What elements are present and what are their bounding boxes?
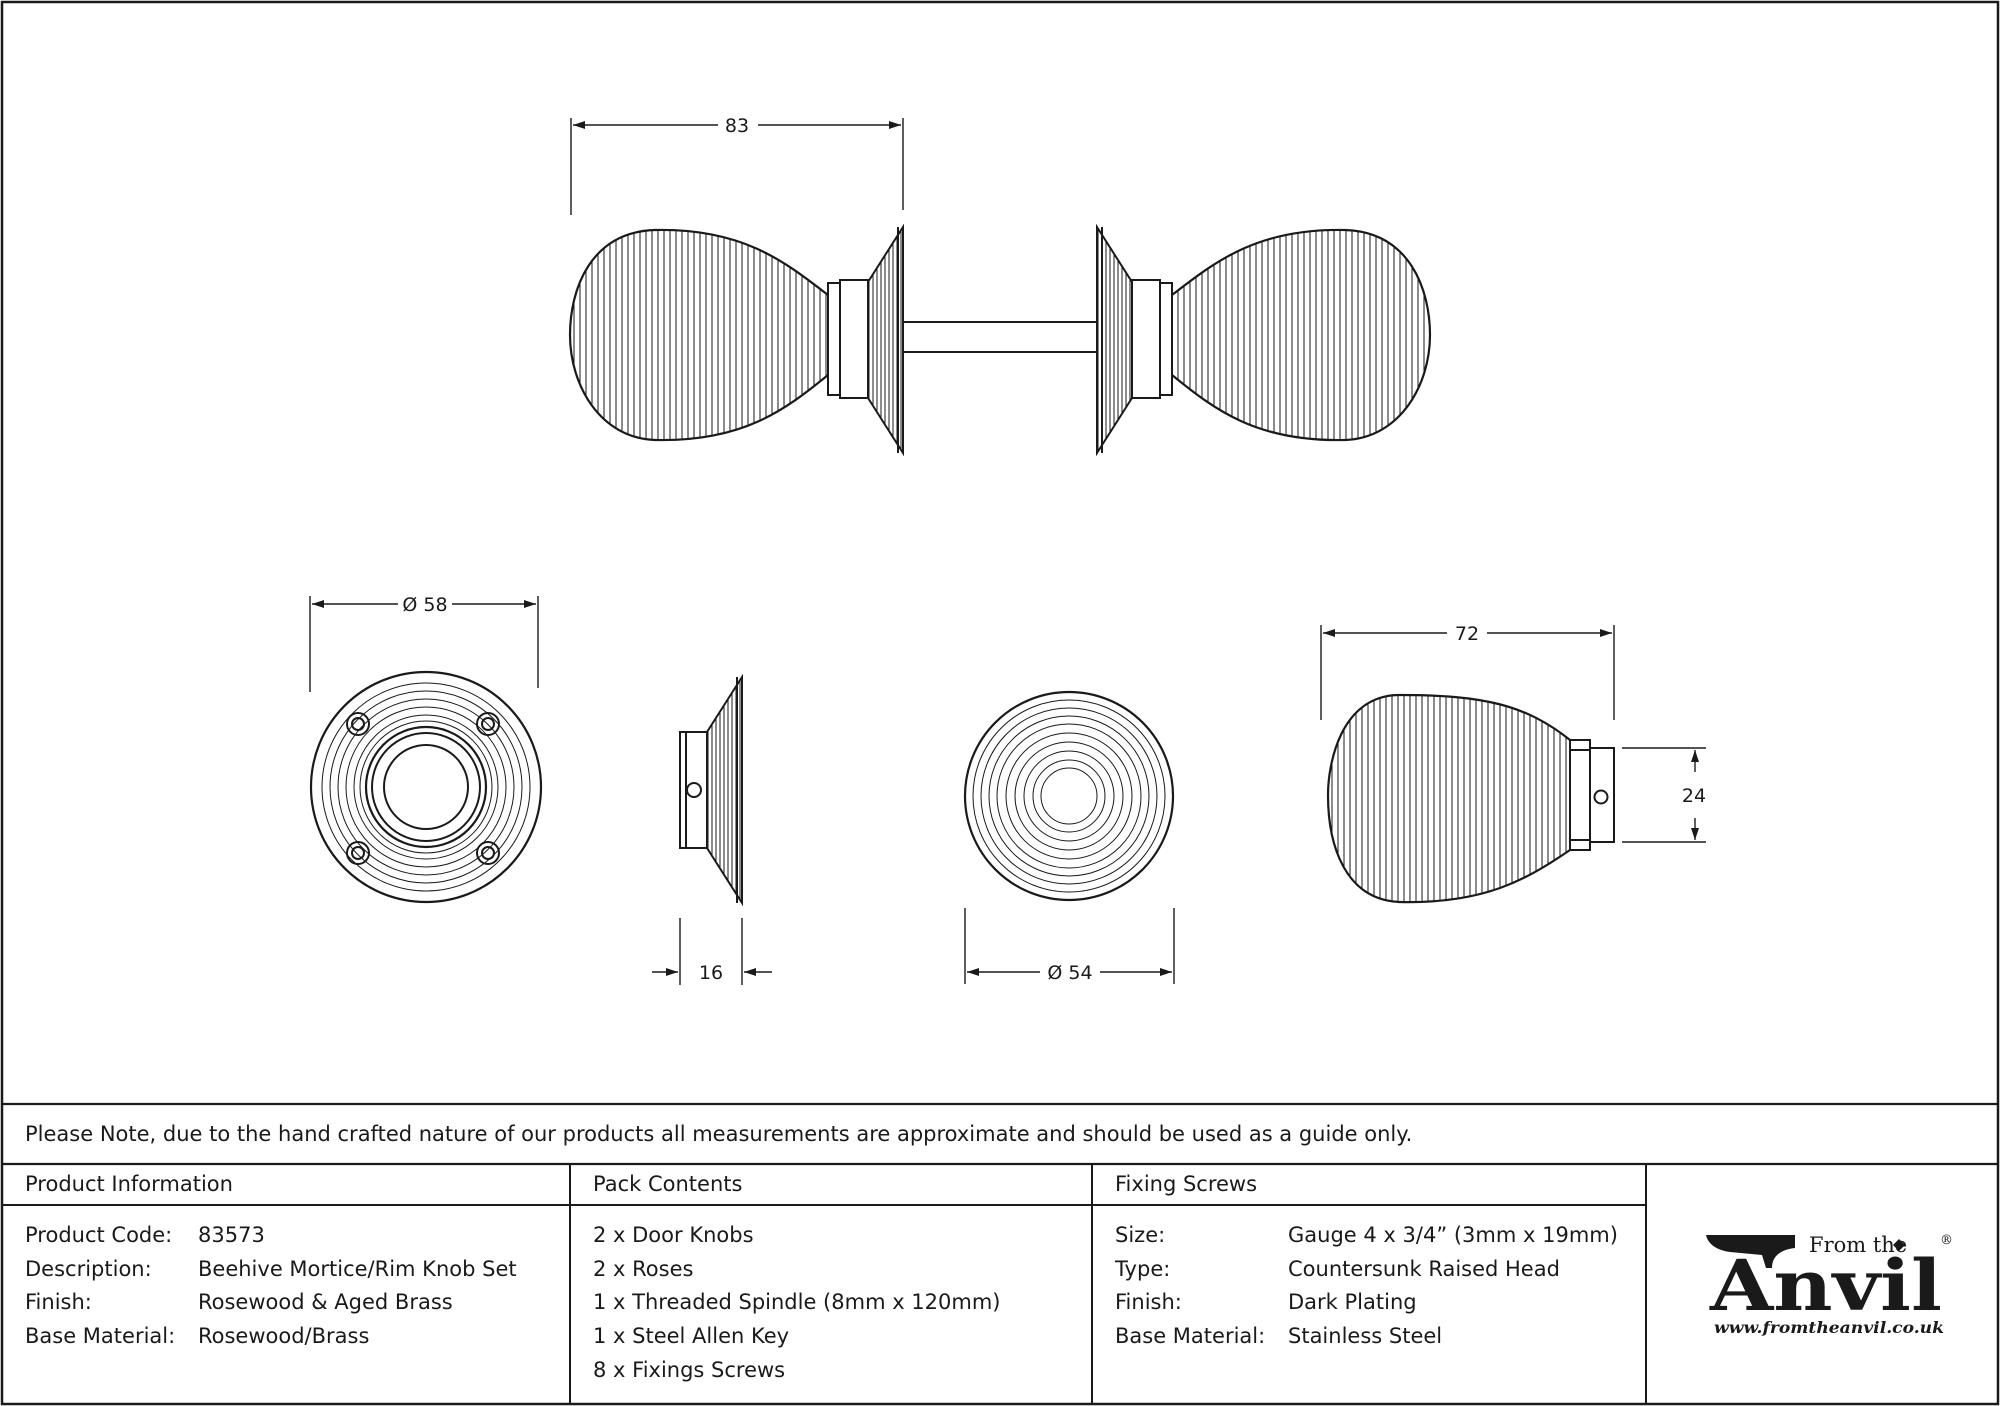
description-value: Beehive Mortice/Rim Knob Set — [198, 1257, 517, 1281]
product-info-heading: Product Information — [25, 1172, 233, 1196]
anvil-icon — [1706, 1235, 1795, 1268]
groove-ring — [1040, 767, 1098, 825]
spindle — [903, 321, 1097, 353]
screw-material-label: Base Material: — [1115, 1324, 1265, 1348]
dimension-label-24: 24 — [1682, 785, 1706, 807]
knob-side-view — [1326, 693, 1615, 904]
logo-from-the: From the — [1809, 1233, 1907, 1257]
logo-registered-mark: ® — [1940, 1233, 1953, 1248]
groove-ring — [1032, 759, 1106, 833]
groove-ring — [353, 714, 499, 860]
dimension-rose-diameter — [309, 596, 539, 692]
dimension-label-rose-diameter: Ø 58 — [402, 594, 447, 616]
dimension-knob-set-width — [570, 118, 904, 215]
product-code-label: Product Code: — [25, 1223, 172, 1247]
pack-contents-heading: Pack Contents — [593, 1172, 742, 1196]
knob-front-view — [963, 690, 1175, 902]
screw-finish-label: Finish: — [1115, 1290, 1182, 1314]
fixing-screws-heading: Fixing Screws — [1115, 1172, 1257, 1196]
pack-item: 2 x Door Knobs — [593, 1223, 754, 1247]
finish-label: Finish: — [25, 1290, 92, 1314]
groove-ring — [1023, 750, 1115, 842]
dimension-label-16: 16 — [699, 962, 723, 984]
screw-type-value: Countersunk Raised Head — [1288, 1257, 1560, 1281]
groove-ring — [337, 698, 515, 876]
pack-item: 1 x Steel Allen Key — [593, 1324, 789, 1348]
dimension-label-knob-diameter: Ø 54 — [1047, 962, 1092, 984]
base-material-label: Base Material: — [25, 1324, 175, 1348]
pack-item: 2 x Roses — [593, 1257, 693, 1281]
knob-set-assembly — [568, 223, 1432, 457]
screw-finish-value: Dark Plating — [1288, 1290, 1417, 1314]
groove-ring — [359, 720, 493, 854]
right-knob — [1131, 228, 1432, 442]
logo-anvil-wordmark: Anvil — [1709, 1244, 1942, 1327]
screw-size-value: Gauge 4 x 3/4” (3mm x 19mm) — [1288, 1223, 1618, 1247]
groove-ring — [345, 706, 507, 868]
product-code-value: 83573 — [198, 1223, 265, 1247]
left-rose — [867, 223, 904, 457]
groove-ring — [980, 707, 1158, 885]
groove-ring — [972, 699, 1166, 893]
title-block-lines — [2, 1102, 1998, 1404]
pack-item: 1 x Threaded Spindle (8mm x 120mm) — [593, 1290, 1001, 1314]
groove-ring — [1014, 741, 1124, 851]
diamond-icon — [1893, 1239, 1905, 1251]
dimension-rose-depth — [652, 918, 772, 985]
dimension-knob-length — [1320, 625, 1615, 720]
dimension-label-72: 72 — [1455, 623, 1479, 645]
from-the-anvil-logo: From the ® Anvil www.fromtheanvil.co.uk — [1706, 1233, 1953, 1337]
groove-ring — [329, 690, 523, 884]
left-knob — [568, 228, 869, 442]
base-material-value: Rosewood/Brass — [198, 1324, 369, 1348]
rose-side-view — [679, 673, 743, 907]
pack-item: 8 x Fixings Screws — [593, 1358, 785, 1382]
dimension-knob-neck — [1622, 747, 1706, 843]
logo-website: www.fromtheanvil.co.uk — [1714, 1318, 1944, 1337]
disclaimer-note: Please Note, due to the hand crafted nat… — [25, 1122, 1412, 1146]
groove-ring — [1005, 732, 1133, 860]
groove-ring — [996, 723, 1142, 869]
right-rose — [1096, 223, 1133, 457]
screw-material-value: Stainless Steel — [1288, 1324, 1442, 1348]
description-label: Description: — [25, 1257, 152, 1281]
rose-front-view — [309, 670, 543, 904]
screw-size-label: Size: — [1115, 1223, 1165, 1247]
dimension-label-83: 83 — [725, 115, 749, 137]
screw-holes — [346, 712, 500, 865]
groove-ring — [988, 715, 1150, 877]
dimension-knob-diameter — [964, 908, 1175, 984]
finish-value: Rosewood & Aged Brass — [198, 1290, 453, 1314]
screw-type-label: Type: — [1114, 1257, 1170, 1281]
